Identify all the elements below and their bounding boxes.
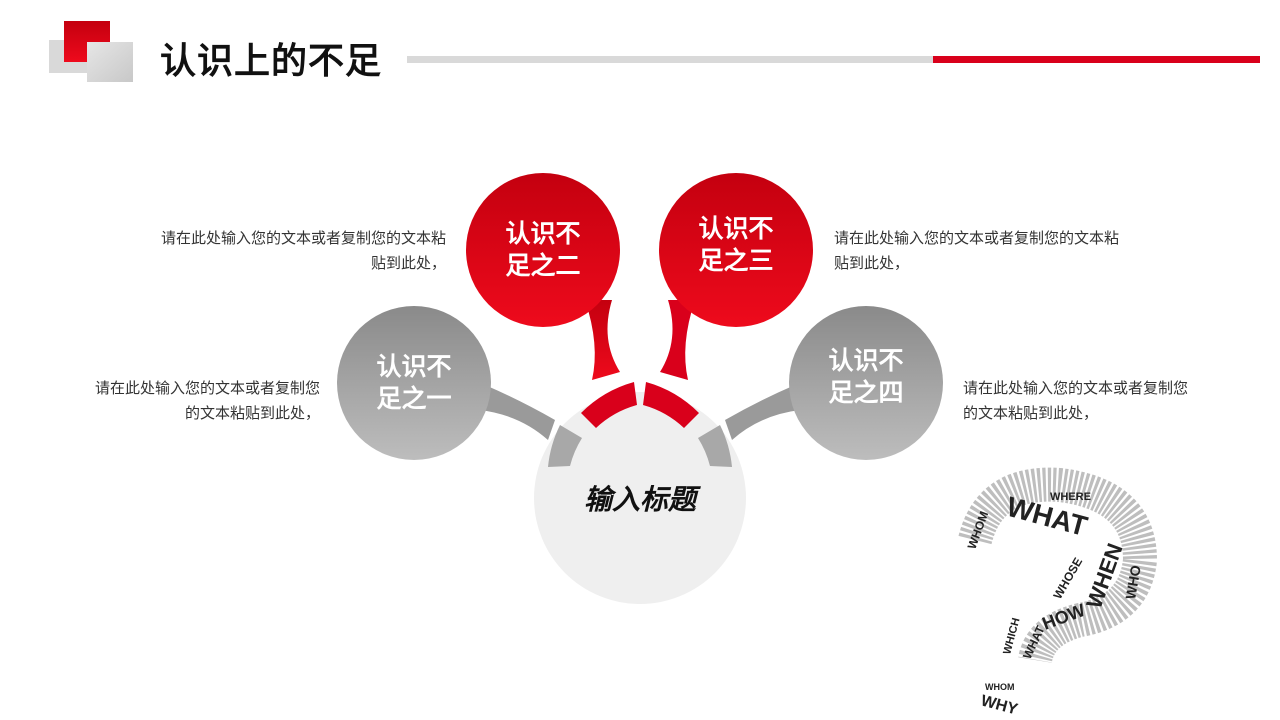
svg-text:WHERE: WHERE	[1050, 491, 1091, 503]
bubble-4: 认识不足之四	[789, 300, 943, 454]
svg-text:WHY: WHY	[979, 692, 1020, 718]
question-mark-word-cloud: WHAT WHERE WHOM WHEN WHO WHOSE HOW WHICH…	[958, 467, 1158, 719]
desc-3: 请在此处输入您的文本或者复制您的文本粘贴到此处，	[834, 229, 1120, 272]
ring-segment-red-right	[643, 382, 699, 428]
bubble-1: 认识不足之一	[337, 306, 491, 460]
header-line-gray	[407, 56, 933, 63]
logo-square-light	[87, 42, 133, 82]
connector-3	[660, 300, 695, 380]
ring-segment-gray-right	[698, 425, 732, 467]
bubble-1-label: 认识不足之一	[376, 352, 452, 413]
center-title: 输入标题	[583, 483, 696, 516]
connector-1	[480, 385, 555, 440]
svg-text:WHAT: WHAT	[1020, 623, 1048, 661]
bubble-2-shape	[466, 173, 620, 327]
svg-text:WHICH: WHICH	[1001, 617, 1022, 656]
bubble-3-label: 认识不足之三	[698, 214, 774, 275]
connector-2	[585, 300, 620, 380]
bubble-3-shape	[659, 173, 813, 327]
bubble-4-label: 认识不足之四	[828, 346, 904, 407]
bubble-1-shape	[337, 306, 491, 460]
bubble-4-shape	[789, 306, 943, 460]
page-title: 认识上的不足	[160, 41, 383, 82]
connector-4	[725, 385, 800, 440]
header-line-red	[933, 56, 1260, 63]
svg-text:WHOM: WHOM	[985, 682, 1015, 692]
center-circle	[534, 392, 746, 604]
desc-1: 请在此处输入您的文本或者复制您的文本粘贴到此处，	[94, 379, 320, 422]
ring-segment-red-left	[581, 382, 637, 428]
desc-4: 请在此处输入您的文本或者复制您的文本粘贴到此处，	[963, 379, 1189, 422]
ring-segment-gray-left	[548, 425, 582, 467]
svg-text:WHO: WHO	[1122, 564, 1144, 601]
bubble-3: 认识不足之三	[659, 168, 813, 322]
desc-2: 请在此处输入您的文本或者复制您的文本粘贴到此处，	[160, 229, 446, 272]
bubble-2: 认识不足之二	[466, 173, 620, 327]
bubble-2-label: 认识不足之二	[505, 219, 581, 280]
svg-text:WHOSE: WHOSE	[1050, 555, 1085, 601]
